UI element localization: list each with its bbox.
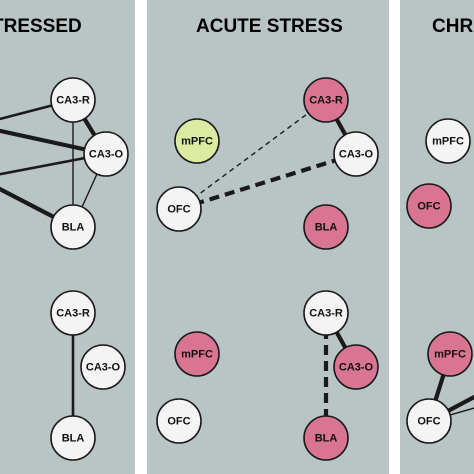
node-ca3-o: CA3-O [83, 131, 129, 177]
node-circle [83, 131, 129, 177]
edge-ofc-to-ca3-r [178, 99, 327, 210]
node-mpfc: mPFC [174, 118, 220, 164]
node-ca3-r: CA3-R [50, 77, 96, 123]
node-circle [80, 344, 126, 390]
brain-region-nodes: CA3-R CA3-O BLA CA3-R CA3-O BLA mPFC OFC CA3-R CA… [50, 77, 473, 461]
node-circle [156, 398, 202, 444]
node-ofc: OFC [156, 398, 202, 444]
node-label: CA3-O [89, 149, 124, 161]
node-label: mPFC [181, 349, 213, 361]
node-ofc: OFC [156, 186, 202, 232]
node-ca3-o: CA3-O [80, 344, 126, 390]
node-bla: BLA [303, 204, 349, 250]
node-circle [50, 415, 96, 461]
node-ca3-o: CA3-O [333, 131, 379, 177]
node-label: mPFC [181, 136, 213, 148]
node-bla: BLA [303, 415, 349, 461]
panel-title-acute-stress: ACUTE STRESS [196, 16, 343, 37]
node-label: OFC [417, 201, 440, 213]
node-ca3-o: CA3-O [333, 344, 379, 390]
node-label: BLA [62, 222, 85, 234]
node-label: OFC [167, 416, 190, 428]
node-ofc: OFC [406, 183, 452, 229]
node-ca3-r: CA3-R [50, 290, 96, 336]
node-circle [50, 204, 96, 250]
node-circle [303, 204, 349, 250]
node-label: CA3-O [339, 149, 374, 161]
node-circle [50, 290, 96, 336]
node-bla: BLA [50, 415, 96, 461]
panel-divider [389, 0, 400, 474]
node-ca3-r: CA3-R [303, 77, 349, 123]
panel-background-acute [147, 0, 389, 474]
node-circle [333, 131, 379, 177]
node-label: CA3-O [86, 362, 121, 374]
node-circle [50, 77, 96, 123]
node-label: OFC [417, 416, 440, 428]
node-label: CA3-R [309, 95, 343, 107]
panel-divider [135, 0, 147, 474]
node-mpfc: mPFC [174, 331, 220, 377]
node-circle [303, 415, 349, 461]
node-mpfc: mPFC [427, 331, 473, 377]
node-label: CA3-R [56, 308, 90, 320]
node-ca3-r: CA3-R [303, 290, 349, 336]
panel-titles: TRESSED ACUTE STRESS CHR [0, 16, 473, 37]
node-circle [406, 183, 452, 229]
node-circle [303, 290, 349, 336]
node-ofc: OFC [406, 398, 452, 444]
node-label: OFC [167, 204, 190, 216]
node-label: mPFC [432, 136, 464, 148]
node-circle [425, 118, 471, 164]
panel-title-unstressed: TRESSED [0, 16, 82, 37]
panel-title-chronic-stress: CHR [432, 16, 473, 37]
node-circle [156, 186, 202, 232]
node-label: CA3-O [339, 362, 374, 374]
node-circle [303, 77, 349, 123]
node-label: BLA [315, 433, 338, 445]
node-label: CA3-R [309, 308, 343, 320]
node-circle [406, 398, 452, 444]
node-label: BLA [315, 222, 338, 234]
node-bla: BLA [50, 204, 96, 250]
node-circle [174, 118, 220, 164]
node-circle [333, 344, 379, 390]
node-circle [174, 331, 220, 377]
node-label: mPFC [434, 349, 466, 361]
node-label: BLA [62, 433, 85, 445]
node-mpfc: mPFC [425, 118, 471, 164]
node-circle [427, 331, 473, 377]
node-label: CA3-R [56, 95, 90, 107]
